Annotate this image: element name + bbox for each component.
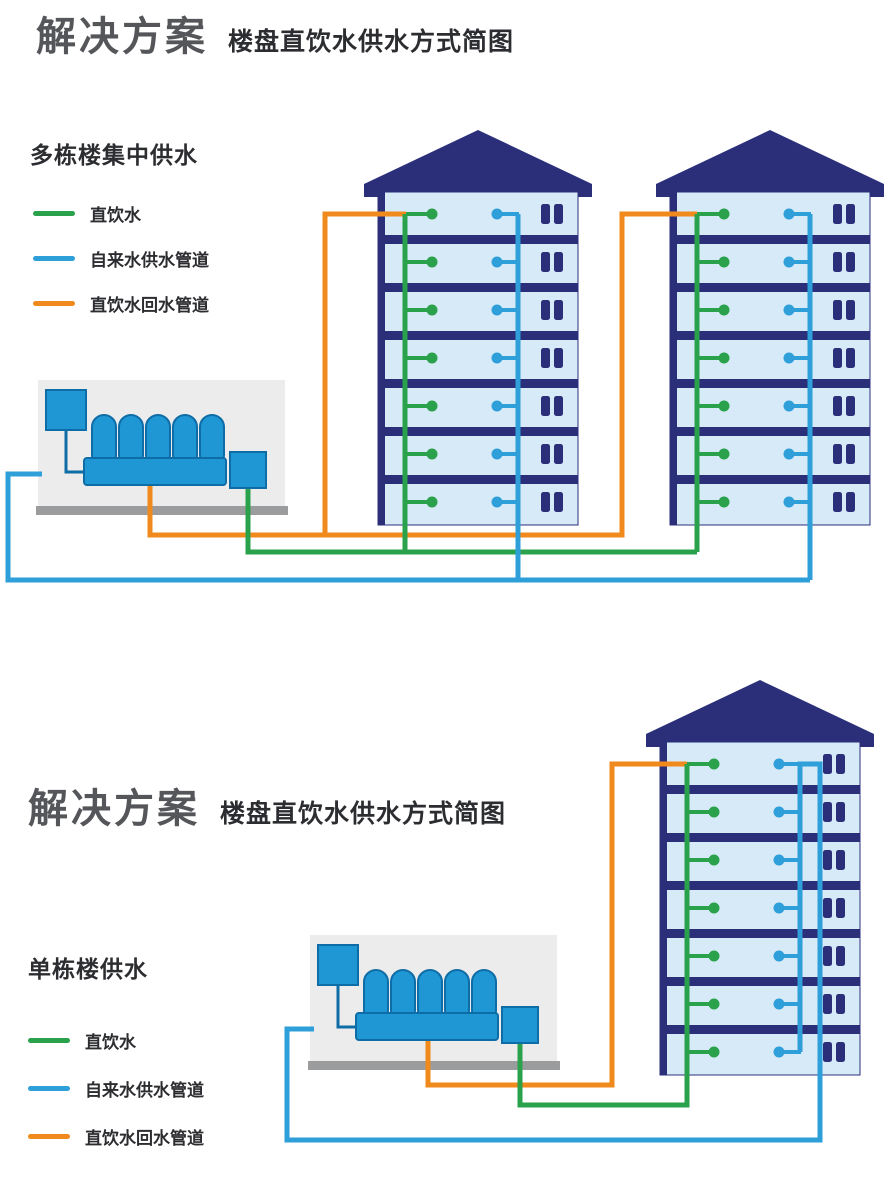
legend-label-tap-water: 自来水供水管道 [85, 1080, 204, 1100]
section-multi-heading: 多栋楼集中供水 [30, 142, 198, 168]
tap-water-swatch [28, 1085, 70, 1091]
legend-label-tap-water: 自来水供水管道 [90, 250, 209, 270]
section-single-title: 解决方案 [28, 787, 200, 831]
tap-water-swatch [33, 255, 75, 261]
building-b [656, 130, 884, 525]
building-a [364, 130, 592, 525]
return-water-pipe-multi [147, 211, 697, 538]
legend-item-drinking-water: 直饮水 [28, 1030, 204, 1052]
section-single-subtitle: 楼盘直饮水供水方式简图 [220, 800, 507, 828]
legend-item-return-water: 直饮水回水管道 [28, 1126, 204, 1148]
legend-single: 直饮水 自来水供水管道 直饮水回水管道 [28, 1030, 204, 1174]
page-header: 解决方案 楼盘直饮水供水方式简图 [36, 4, 514, 62]
drinking-water-pipe-single [517, 764, 690, 1108]
drinking-water-pipe-multi [245, 214, 700, 555]
legend-label-return-water: 直饮水回水管道 [90, 295, 209, 315]
tap-water-pipe-single [284, 761, 823, 1143]
legend-item-tap-water: 自来水供水管道 [33, 248, 209, 270]
building-single [646, 680, 874, 1075]
tap-water-pipe-multi [5, 214, 813, 583]
legend-item-tap-water: 自来水供水管道 [28, 1078, 204, 1100]
page-subtitle: 楼盘直饮水供水方式简图 [228, 28, 515, 56]
legend-label-return-water: 直饮水回水管道 [85, 1128, 204, 1148]
return-water-swatch [28, 1133, 70, 1139]
drinking-water-swatch [33, 210, 75, 216]
legend-multi: 直饮水 自来水供水管道 直饮水回水管道 [33, 203, 209, 338]
section-single-header: 解决方案 楼盘直饮水供水方式简图 [28, 776, 506, 834]
section-single-heading: 单栋楼供水 [28, 956, 148, 982]
page-title: 解决方案 [36, 15, 208, 59]
drinking-water-swatch [28, 1037, 70, 1043]
legend-item-return-water: 直饮水回水管道 [33, 293, 209, 315]
return-water-pipe-single [425, 761, 687, 1088]
legend-label-drinking-water: 直饮水 [90, 205, 141, 225]
legend-label-drinking-water: 直饮水 [85, 1032, 136, 1052]
legend-item-drinking-water: 直饮水 [33, 203, 209, 225]
return-water-swatch [33, 300, 75, 306]
